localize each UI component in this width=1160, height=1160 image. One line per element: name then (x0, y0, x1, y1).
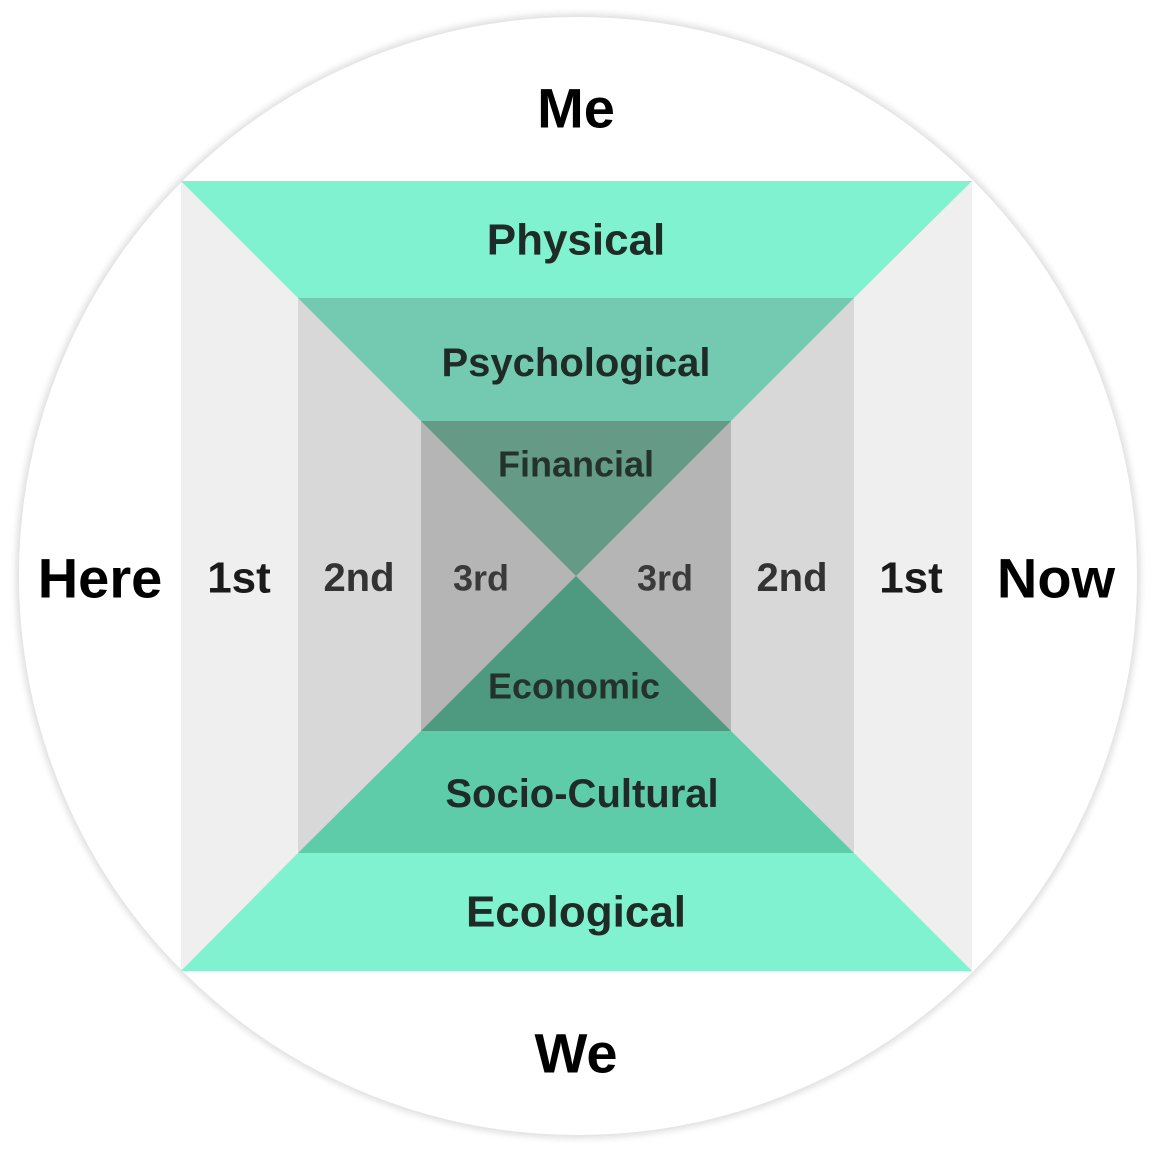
axis-label-top: Me (537, 77, 615, 140)
band-label-physical: Physical (487, 216, 666, 265)
level-label-left-2nd: 2nd (323, 556, 394, 600)
band-bottom-middle (298, 731, 854, 853)
band-label-economic: Economic (488, 666, 660, 707)
level-label-right-3rd: 3rd (637, 558, 693, 599)
band-top-outer (181, 181, 972, 298)
band-label-financial: Financial (498, 444, 654, 485)
level-label-right-2nd: 2nd (756, 556, 827, 600)
band-top-middle (298, 298, 854, 421)
level-label-right-1st: 1st (879, 554, 943, 603)
axis-label-bottom: We (535, 1022, 618, 1085)
band-label-ecological: Ecological (466, 888, 686, 937)
axis-label-right: Now (997, 547, 1116, 610)
band-label-psychological: Psychological (442, 341, 711, 385)
level-label-left-3rd: 3rd (453, 558, 509, 599)
band-top-inner (421, 421, 731, 576)
axis-label-left: Here (38, 547, 163, 610)
band-bottom-outer (181, 853, 972, 971)
band-bottom-inner (421, 576, 731, 731)
band-label-socio-cultural: Socio-Cultural (445, 772, 718, 816)
level-label-left-1st: 1st (207, 554, 271, 603)
